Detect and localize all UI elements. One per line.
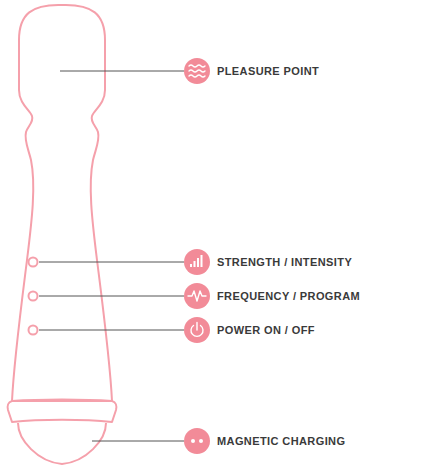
wave-symbol bbox=[189, 65, 205, 77]
icon-circle bbox=[184, 428, 210, 454]
bar-symbol bbox=[197, 258, 199, 267]
leader-line bbox=[92, 441, 184, 442]
leader-line bbox=[60, 71, 184, 72]
part-label: MAGNETIC CHARGING bbox=[217, 434, 345, 448]
wand-collar bbox=[8, 400, 117, 423]
icon-circle bbox=[184, 58, 210, 84]
charging-cap bbox=[18, 423, 106, 464]
leader-line bbox=[39, 262, 184, 263]
icon-circle bbox=[184, 249, 210, 275]
part-label: FREQUENCY / PROGRAM bbox=[217, 289, 360, 303]
part-label: STRENGTH / INTENSITY bbox=[217, 255, 352, 269]
icon-circle bbox=[184, 317, 210, 343]
power-symbol bbox=[191, 323, 203, 337]
power-button bbox=[29, 326, 38, 335]
pulse-symbol bbox=[188, 291, 206, 301]
bar-symbol bbox=[194, 261, 196, 267]
bar-symbol bbox=[190, 264, 192, 267]
part-label: POWER ON / OFF bbox=[217, 323, 315, 337]
frequency-button bbox=[29, 292, 38, 301]
leader-line bbox=[39, 296, 184, 297]
part-label: PLEASURE POINT bbox=[217, 64, 319, 78]
dot-symbol bbox=[191, 439, 195, 443]
strength-button bbox=[29, 258, 38, 267]
leader-line bbox=[39, 330, 184, 331]
dot-symbol bbox=[199, 439, 203, 443]
wand-body bbox=[12, 5, 112, 401]
bar-symbol bbox=[201, 255, 203, 267]
icon-circle bbox=[184, 283, 210, 309]
